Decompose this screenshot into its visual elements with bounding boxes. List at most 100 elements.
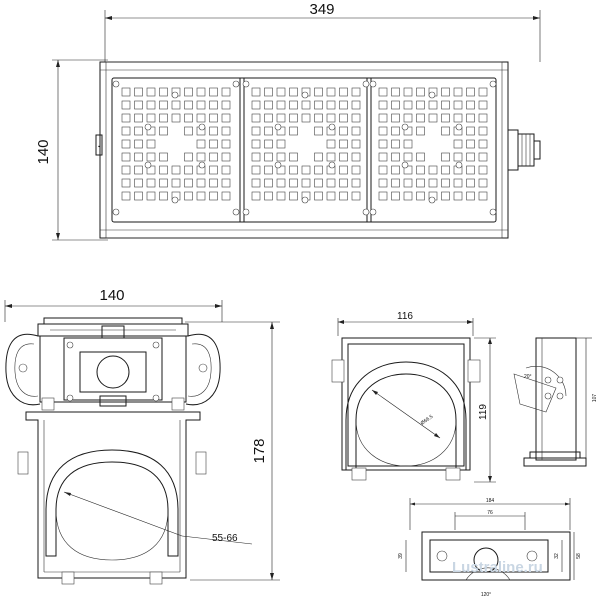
lens-screw	[171, 196, 179, 204]
module-screw	[232, 80, 240, 88]
led-cell	[264, 178, 273, 188]
led-cell	[301, 113, 311, 123]
led-cell	[264, 191, 273, 201]
led-cell	[339, 139, 348, 149]
clamp-diameter-label: Ø66.5	[420, 414, 435, 427]
base-dim-c-label: 39	[398, 553, 404, 559]
led-cell	[326, 113, 336, 123]
led-cell	[134, 178, 143, 188]
clamp-view: 116 119 Ø66.5	[331, 311, 496, 483]
led-cell	[314, 152, 323, 162]
svg-text:▪: ▪	[98, 144, 100, 150]
led-cell	[196, 152, 206, 162]
module-screw	[489, 208, 497, 216]
led-cell	[378, 100, 388, 110]
led-cell	[221, 100, 231, 110]
led-cell	[351, 165, 361, 175]
led-cell	[378, 126, 388, 136]
led-cell	[121, 191, 131, 201]
led-cell	[276, 87, 286, 97]
led-cell	[301, 178, 311, 188]
side-view: 20° 107	[513, 337, 598, 467]
led-cell	[351, 139, 361, 149]
lens-screw	[328, 161, 336, 169]
led-cell	[289, 87, 298, 97]
led-cell	[159, 100, 168, 110]
lens-screw	[428, 91, 436, 99]
front-view: 140 178	[4, 287, 280, 585]
led-cell	[391, 100, 400, 110]
led-cell	[351, 100, 361, 110]
lens-screw	[401, 161, 409, 169]
base-dim-b-label: 58	[576, 553, 582, 559]
led-cell	[314, 165, 323, 175]
led-cell	[314, 178, 323, 188]
led-cell	[441, 113, 450, 123]
led-cell	[339, 113, 348, 123]
led-cell	[276, 191, 286, 201]
led-cell	[351, 113, 361, 123]
lens-screw	[171, 91, 179, 99]
led-cell	[428, 113, 438, 123]
module-screw	[369, 80, 377, 88]
led-cell	[478, 126, 488, 136]
base-outer-width-label: 184	[486, 498, 495, 504]
led-cell	[378, 113, 388, 123]
led-cell	[339, 87, 348, 97]
clamp-height-label: 119	[478, 404, 489, 420]
led-cell	[378, 191, 388, 201]
led-cell	[251, 139, 261, 149]
led-cell	[171, 178, 181, 188]
led-cell	[453, 100, 463, 110]
led-cell	[466, 152, 475, 162]
led-cell	[276, 113, 286, 123]
led-cell	[251, 178, 261, 188]
led-cell	[391, 165, 400, 175]
led-cell	[416, 113, 425, 123]
led-cell	[264, 126, 273, 136]
led-cell	[391, 113, 400, 123]
led-cell	[134, 191, 143, 201]
clamp-range-label: 55-66	[212, 533, 238, 544]
led-cell	[159, 87, 168, 97]
led-cell	[184, 178, 193, 188]
led-cell	[121, 87, 131, 97]
led-cell	[264, 139, 273, 149]
led-cell	[251, 191, 261, 201]
led-cell	[221, 191, 231, 201]
led-cell	[403, 100, 413, 110]
led-cell	[326, 152, 336, 162]
led-cell	[339, 178, 348, 188]
led-cell	[326, 100, 336, 110]
led-cell	[121, 139, 131, 149]
led-cell	[146, 152, 156, 162]
top-height-label: 140	[35, 139, 52, 164]
side-height-label: 107	[592, 394, 598, 403]
led-cell	[416, 87, 425, 97]
led-cell	[209, 126, 218, 136]
led-cell	[339, 126, 348, 136]
led-cell	[251, 113, 261, 123]
led-cell	[441, 191, 450, 201]
led-cell	[184, 126, 193, 136]
led-cell	[378, 165, 388, 175]
lens-screw	[428, 196, 436, 204]
led-cell	[171, 100, 181, 110]
led-cell	[339, 191, 348, 201]
led-cell	[184, 152, 193, 162]
led-cell	[209, 152, 218, 162]
led-cell	[314, 191, 323, 201]
led-cell	[146, 87, 156, 97]
led-cell	[301, 165, 311, 175]
clamp-width-label: 116	[397, 311, 413, 322]
led-cell	[391, 126, 400, 136]
led-cell	[289, 126, 298, 136]
lens-screw	[198, 123, 206, 131]
led-cell	[184, 87, 193, 97]
led-cell	[453, 87, 463, 97]
front-width-label: 140	[99, 287, 124, 304]
led-cell	[466, 165, 475, 175]
led-cell	[221, 178, 231, 188]
led-cell	[416, 178, 425, 188]
